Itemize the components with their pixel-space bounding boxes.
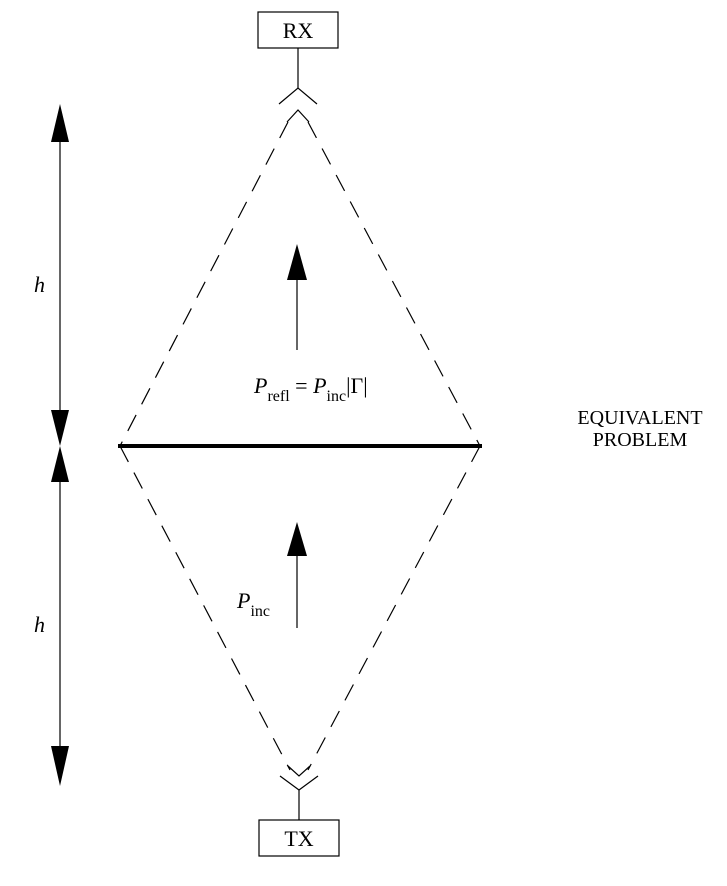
lower-right-ray — [307, 445, 481, 771]
upper-h-bottom-arrowhead — [51, 410, 69, 446]
lower-left-ray — [119, 445, 291, 771]
rx-box — [257, 11, 339, 49]
tx-antenna-inner — [287, 765, 311, 777]
p-inc-subscript-a: inc — [327, 388, 347, 405]
rx-antenna-outer — [278, 87, 318, 105]
p-inc-subscript-b: inc — [250, 603, 270, 620]
lower-h-top-arrowhead — [51, 446, 69, 482]
lower-h-bottom-arrowhead — [51, 746, 69, 786]
upper-power-arrowhead — [287, 244, 307, 280]
tx-box — [258, 819, 340, 857]
upper-right-ray — [307, 121, 481, 447]
p-inc-label: Pinc — [236, 588, 270, 620]
p-refl-subscript: refl — [267, 388, 290, 405]
p-refl-equation: Prefl = Pinc|Γ| — [253, 373, 368, 405]
p-inc-symbol-b: P — [236, 588, 250, 613]
tx-antenna-outer — [279, 775, 319, 791]
upper-h-top-arrowhead — [51, 104, 69, 142]
tx-label: TX — [284, 826, 313, 851]
rx-antenna-inner — [286, 109, 310, 123]
rx-label: RX — [283, 18, 314, 43]
p-refl-equals: = — [290, 373, 313, 398]
lower-power-arrowhead — [287, 522, 307, 556]
equivalent-label-line2: PROBLEM — [593, 429, 688, 451]
p-refl-symbol: P — [253, 373, 267, 398]
equivalent-label-line1: EQUIVALENT — [577, 407, 702, 429]
gamma-magnitude: |Γ| — [346, 373, 368, 398]
h-label-lower: h — [34, 612, 45, 637]
h-label-upper: h — [34, 272, 45, 297]
upper-left-ray — [119, 121, 289, 447]
p-inc-symbol-a: P — [312, 373, 326, 398]
